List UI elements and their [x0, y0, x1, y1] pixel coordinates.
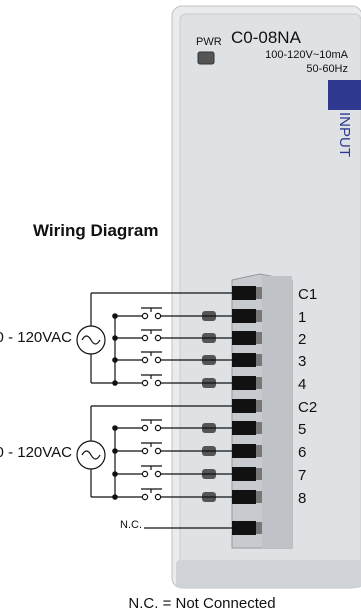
- terminal-screw: [232, 421, 256, 435]
- input-tab: [328, 80, 361, 110]
- terminal-clamp: [256, 445, 262, 457]
- switch-contact: [154, 379, 162, 387]
- input-label: INPUT: [336, 112, 353, 157]
- terminal-label-c2: C2: [298, 399, 317, 416]
- terminal-screw: [232, 376, 256, 390]
- terminal-screw: [232, 309, 256, 323]
- terminal-label-3: 3: [298, 353, 306, 370]
- switch-contact: [141, 493, 149, 501]
- ac-source-label-2: 100 - 120VAC: [0, 444, 72, 461]
- terminal-label-5: 5: [298, 421, 306, 438]
- diagram-title: Wiring Diagram: [33, 221, 158, 240]
- rating-line-1: 100-120V~10mA: [265, 49, 349, 61]
- wiring: [76, 292, 232, 529]
- terminal-clamp: [256, 377, 262, 389]
- switch-contact: [154, 334, 162, 342]
- model-name: C0-08NA: [231, 28, 302, 47]
- terminal-clamp: [256, 468, 262, 480]
- rating-line-2: 50-60Hz: [306, 63, 348, 75]
- terminal-screw: [232, 353, 256, 367]
- terminal-label-7: 7: [298, 467, 306, 484]
- terminal-screw: [232, 286, 256, 300]
- nc-label: N.C.: [120, 519, 142, 531]
- terminals: C1 1 2 3 4C2 5 6 7 8: [202, 286, 317, 535]
- terminal-label-2: 2: [298, 331, 306, 348]
- switch-contact: [141, 356, 149, 364]
- terminal-screw: [232, 399, 256, 413]
- terminal-screw: [232, 490, 256, 504]
- switch-contact: [141, 334, 149, 342]
- terminal-clamp: [256, 522, 262, 534]
- sine-wave-icon: [81, 335, 101, 345]
- switch-contact: [141, 312, 149, 320]
- sine-wave-icon: [81, 450, 101, 460]
- switch-contact: [154, 356, 162, 364]
- terminal-clamp: [256, 310, 262, 322]
- switch-contact: [141, 447, 149, 455]
- switch-contact: [154, 493, 162, 501]
- pwr-label: PWR: [196, 36, 222, 48]
- terminal-clamp: [256, 422, 262, 434]
- terminal-label-8: 8: [298, 490, 306, 507]
- terminal-screw: [232, 444, 256, 458]
- terminal-screw: [232, 331, 256, 345]
- terminal-screw: [232, 467, 256, 481]
- switch-contact: [154, 470, 162, 478]
- switch-contact: [141, 424, 149, 432]
- switch-contact: [141, 470, 149, 478]
- terminal-label-6: 6: [298, 444, 306, 461]
- terminal-clamp: [256, 491, 262, 503]
- terminal-label-c1: C1: [298, 286, 317, 303]
- terminal-label-4: 4: [298, 376, 306, 393]
- pwr-led-icon: [197, 51, 215, 65]
- switch-contact: [154, 447, 162, 455]
- terminal-label-1: 1: [298, 309, 306, 326]
- ac-source-label-1: 100 - 120VAC: [0, 329, 72, 346]
- footnote: N.C. = Not Connected: [128, 595, 275, 612]
- switch-contact: [154, 312, 162, 320]
- terminal-screw-nc: [232, 521, 256, 535]
- terminal-clamp: [256, 332, 262, 344]
- terminal-clamp: [256, 400, 262, 412]
- terminal-clamp: [256, 287, 262, 299]
- switch-contact: [154, 424, 162, 432]
- switch-contact: [141, 379, 149, 387]
- terminal-clamp: [256, 354, 262, 366]
